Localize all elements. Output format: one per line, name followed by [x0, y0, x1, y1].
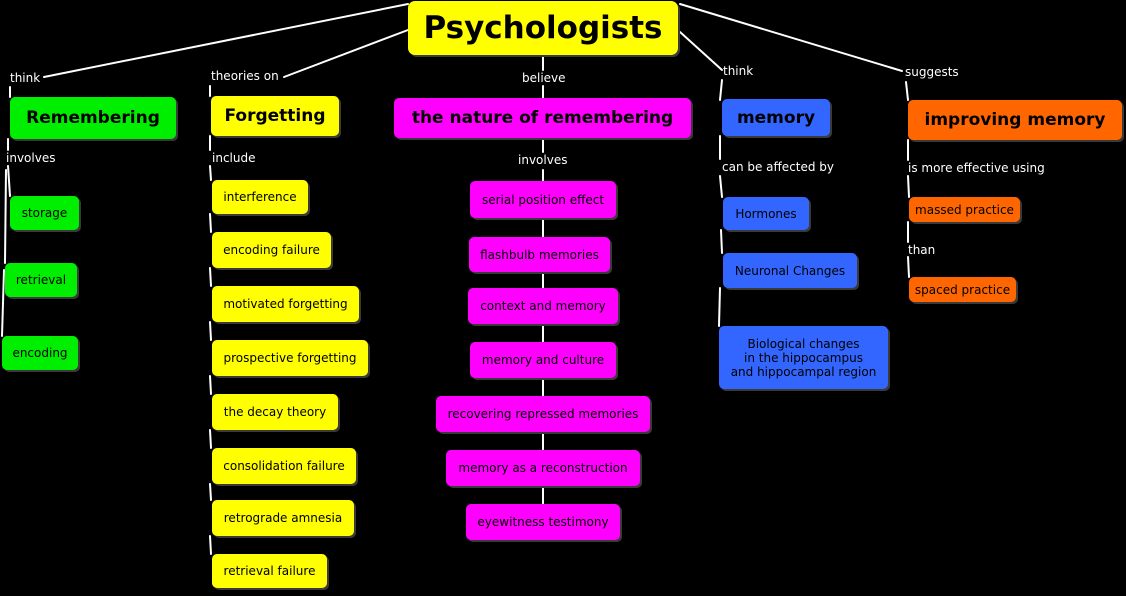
connector-forgetting-items	[209, 165, 212, 555]
concept-neuronal-changes[interactable]: Neuronal Changes	[723, 253, 857, 288]
concept-recovering-repressed-memories[interactable]: recovering repressed memories	[436, 396, 650, 432]
link-label-include: include	[212, 151, 256, 165]
concept-encoding-failure[interactable]: encoding failure	[212, 232, 331, 268]
concept-decay-theory[interactable]: the decay theory	[212, 394, 338, 430]
connector-suggests-improving	[905, 81, 909, 101]
connector-root-think	[43, 3, 409, 78]
concept-massed-practice[interactable]: massed practice	[909, 197, 1020, 222]
connector-think-memory	[719, 79, 723, 101]
concept-memory-and-culture[interactable]: memory and culture	[470, 342, 616, 378]
concept-retrograde-amnesia[interactable]: retrograde amnesia	[212, 500, 354, 536]
connector-effective-massed	[907, 175, 910, 198]
concept-interference[interactable]: interference	[212, 180, 308, 214]
concept-retrieval[interactable]: retrieval	[5, 263, 77, 297]
link-label-think-memory: think	[723, 64, 754, 78]
concept-context-and-memory[interactable]: context and memory	[468, 288, 618, 324]
link-label-theories-on: theories on	[211, 69, 279, 83]
connector-root-think2	[679, 31, 723, 71]
concept-biological-changes-hippocampus[interactable]: Biological changes in the hippocampus an…	[719, 326, 888, 389]
concept-nature-of-remembering[interactable]: the nature of remembering	[394, 98, 691, 138]
link-label-suggests: suggests	[905, 65, 959, 79]
concept-spaced-practice[interactable]: spaced practice	[909, 277, 1016, 302]
link-label-believe: believe	[522, 71, 566, 85]
concept-encoding[interactable]: encoding	[2, 336, 78, 370]
concept-eyewitness-testimony[interactable]: eyewitness testimony	[466, 504, 620, 540]
concept-hormones[interactable]: Hormones	[723, 197, 809, 230]
concept-memory[interactable]: memory	[722, 99, 830, 136]
concept-forgetting[interactable]: Forgetting	[211, 96, 339, 136]
connector-remembering-items	[1, 165, 11, 337]
concept-serial-position-effect[interactable]: serial position effect	[470, 181, 616, 218]
concept-motivated-forgetting[interactable]: motivated forgetting	[212, 286, 359, 322]
link-label-can-be-affected-by: can be affected by	[722, 160, 835, 174]
concept-prospective-forgetting[interactable]: prospective forgetting	[212, 340, 368, 376]
connector-root-suggests	[679, 3, 903, 72]
connector-root-theories	[283, 29, 409, 78]
root-node-psychologists[interactable]: Psychologists	[408, 1, 678, 55]
concept-improving-memory[interactable]: improving memory	[908, 100, 1122, 140]
concept-flashbulb-memories[interactable]: flashbulb memories	[469, 237, 610, 272]
concept-memory-as-reconstruction[interactable]: memory as a reconstruction	[446, 450, 640, 486]
link-label-involves-nature: involves	[518, 153, 568, 167]
link-label-more-effective: is more effective using	[908, 161, 1045, 175]
concept-retrieval-failure[interactable]: retrieval failure	[212, 554, 327, 588]
concept-storage[interactable]: storage	[10, 196, 79, 230]
connector-than-spaced	[907, 256, 910, 278]
concept-remembering[interactable]: Remembering	[10, 97, 176, 139]
concept-consolidation-failure[interactable]: consolidation failure	[212, 448, 356, 484]
connector-memory-items	[718, 175, 723, 327]
link-label-involves-remembering: involves	[6, 151, 56, 165]
link-label-than: than	[908, 243, 936, 257]
link-label-think: think	[10, 71, 41, 85]
